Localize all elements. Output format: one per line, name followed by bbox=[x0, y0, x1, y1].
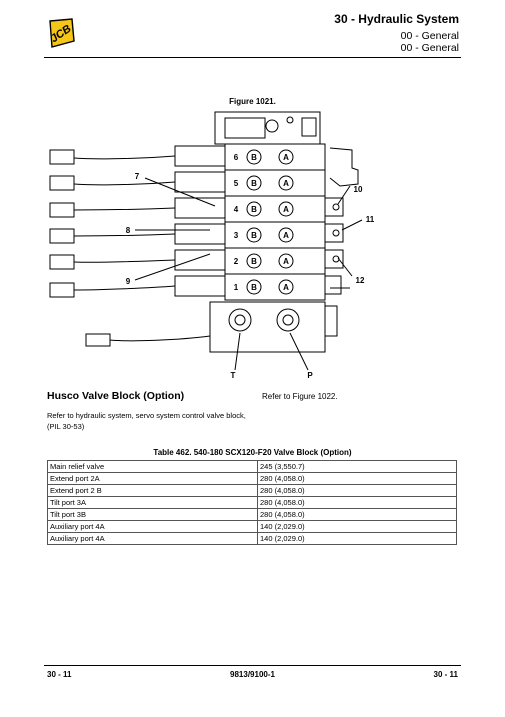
callout-p: P bbox=[307, 371, 313, 380]
callout-7: 7 bbox=[135, 172, 140, 181]
svg-text:A: A bbox=[283, 283, 289, 292]
jcb-logo: JCB bbox=[49, 18, 75, 48]
table-cell: Extend port 2A bbox=[47, 472, 258, 485]
table-row: Auxiliary port 4A 140 (2,029.0) bbox=[47, 520, 457, 533]
valve-section-4 bbox=[224, 195, 326, 223]
body-paragraph: Refer to hydraulic system, servo system … bbox=[47, 411, 246, 431]
section-heading: Husco Valve Block (Option) bbox=[47, 390, 185, 402]
table-cell: Tilt port 3B bbox=[47, 508, 258, 521]
table-row: Extend port 2 B 280 (4,058.0) bbox=[47, 484, 457, 497]
svg-text:3: 3 bbox=[234, 231, 239, 240]
callout-10: 10 bbox=[354, 185, 363, 194]
valve-section-5 bbox=[224, 169, 326, 197]
svg-text:A: A bbox=[283, 153, 289, 162]
svg-text:5: 5 bbox=[234, 179, 239, 188]
svg-text:B: B bbox=[251, 257, 257, 266]
solenoid-4 bbox=[174, 197, 226, 219]
svg-text:A: A bbox=[283, 231, 289, 240]
svg-text:B: B bbox=[251, 153, 257, 162]
callout-12: 12 bbox=[356, 276, 365, 285]
svg-text:A: A bbox=[283, 205, 289, 214]
table-row: Tilt port 3B 280 (4,058.0) bbox=[47, 508, 457, 521]
table-cell: 140 (2,029.0) bbox=[257, 520, 457, 533]
svg-text:6: 6 bbox=[234, 153, 239, 162]
svg-text:4: 4 bbox=[234, 205, 239, 214]
table-row: Auxiliary port 4A 140 (2,029.0) bbox=[47, 532, 457, 545]
inlet-block bbox=[209, 301, 326, 353]
valve-pressure-table: Main relief valve 245 (3,550.7) Extend p… bbox=[47, 460, 457, 545]
solenoid-1 bbox=[174, 275, 226, 297]
valve-section-2 bbox=[224, 247, 326, 275]
svg-text:2: 2 bbox=[234, 257, 239, 266]
connector-cables bbox=[73, 155, 176, 291]
table-row: Tilt port 3A 280 (4,058.0) bbox=[47, 496, 457, 509]
valve-block-figure: 6 5 4 3 2 1 B A B A B A B A B A B A 7 8 … bbox=[49, 111, 375, 380]
subsection-1: 00 - General bbox=[400, 30, 459, 42]
table-cell: Main relief valve bbox=[47, 460, 258, 473]
solenoid-3 bbox=[174, 223, 226, 245]
footer-divider bbox=[44, 665, 461, 666]
table-cell: 280 (4,058.0) bbox=[257, 496, 457, 509]
table-cell: Auxiliary port 4A bbox=[47, 532, 258, 545]
table-cell: Extend port 2 B bbox=[47, 484, 258, 497]
electrical-connectors bbox=[49, 149, 75, 298]
svg-text:B: B bbox=[251, 205, 257, 214]
table-cell: 280 (4,058.0) bbox=[257, 472, 457, 485]
header-divider bbox=[44, 57, 461, 58]
valve-section-1 bbox=[224, 273, 326, 301]
svg-text:B: B bbox=[251, 231, 257, 240]
table-cell: 245 (3,550.7) bbox=[257, 460, 457, 473]
table-row: Main relief valve 245 (3,550.7) bbox=[47, 460, 457, 473]
table-row: Extend port 2A 280 (4,058.0) bbox=[47, 472, 457, 485]
table-cell: 280 (4,058.0) bbox=[257, 508, 457, 521]
callout-8: 8 bbox=[126, 226, 131, 235]
svg-text:A: A bbox=[283, 179, 289, 188]
table-cell: Tilt port 3A bbox=[47, 496, 258, 509]
document-number: 9813/9100-1 bbox=[230, 670, 275, 679]
solenoid-5 bbox=[174, 171, 226, 193]
callout-t: T bbox=[231, 371, 236, 380]
valve-section-3 bbox=[224, 221, 326, 249]
page-number-right: 30 - 11 bbox=[433, 670, 458, 679]
table-cell: 140 (2,029.0) bbox=[257, 532, 457, 545]
valve-section-6 bbox=[224, 143, 326, 171]
solenoid-2 bbox=[174, 249, 226, 271]
svg-text:A: A bbox=[283, 257, 289, 266]
figure-reference: Refer to Figure 1022. bbox=[262, 392, 338, 401]
svg-text:B: B bbox=[251, 283, 257, 292]
svg-text:1: 1 bbox=[234, 283, 239, 292]
solenoid-6 bbox=[174, 145, 226, 167]
table-cell: Auxiliary port 4A bbox=[47, 520, 258, 533]
page-title: 30 - Hydraulic System bbox=[334, 12, 459, 26]
svg-text:B: B bbox=[251, 179, 257, 188]
subsection-2: 00 - General bbox=[400, 42, 459, 54]
callout-11: 11 bbox=[366, 215, 375, 224]
page-number-left: 30 - 11 bbox=[47, 670, 72, 679]
figure-caption: Figure 1021. bbox=[229, 97, 276, 106]
table-caption: Table 462. 540-180 SCX120-F20 Valve Bloc… bbox=[153, 448, 352, 457]
callout-9: 9 bbox=[126, 277, 131, 286]
table-cell: 280 (4,058.0) bbox=[257, 484, 457, 497]
